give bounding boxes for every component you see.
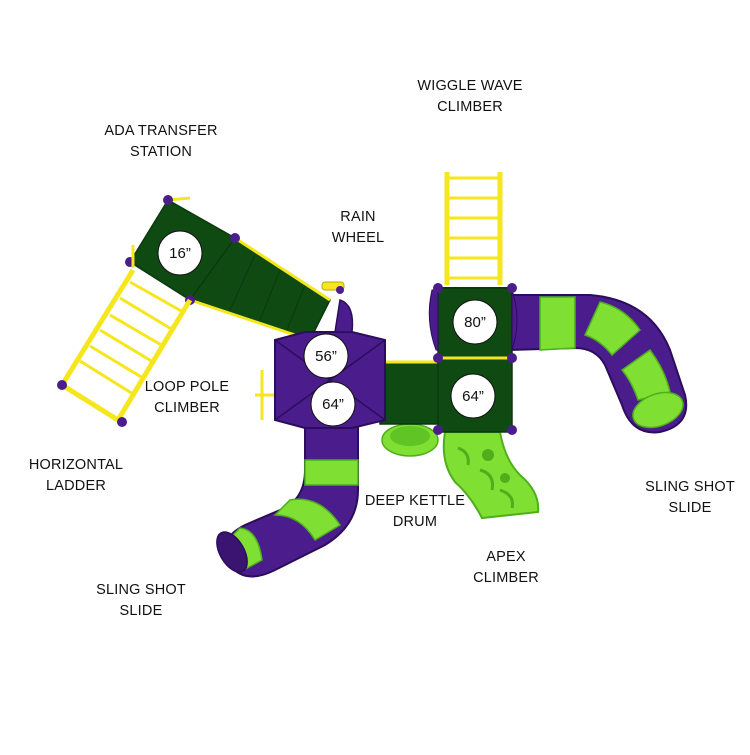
svg-text:64”: 64”	[322, 396, 344, 413]
label-wiggle-wave-climber: WIGGLE WAVE CLIMBER	[417, 78, 523, 115]
label-ada-transfer-station: ADA TRANSFER STATION	[104, 123, 218, 160]
deck-height-purple-upper: 56”	[303, 333, 349, 379]
svg-text:16”: 16”	[169, 245, 191, 262]
deck-height-right-upper: 80”	[452, 299, 498, 345]
purple-tower	[274, 299, 386, 429]
svg-text:56”: 56”	[315, 348, 337, 365]
svg-text:64”: 64”	[462, 388, 484, 405]
label-horizontal-ladder: HORIZONTAL LADDER	[28, 457, 124, 494]
svg-text:80”: 80”	[464, 314, 486, 331]
label-rain-wheel: RAIN WHEEL	[331, 209, 385, 246]
label-sling-shot-slide-right: SLING SHOT SLIDE	[645, 479, 735, 516]
bridge-deck	[379, 360, 443, 425]
rain-wheel	[321, 281, 345, 294]
loop-pole-climber	[255, 370, 275, 420]
label-deep-kettle-drum: DEEP KETTLE DRUM	[364, 493, 466, 530]
deck-height-ada: 16”	[157, 230, 203, 276]
label-loop-pole-climber: LOOP POLE CLIMBER	[144, 379, 230, 416]
sling-shot-slide-right	[509, 294, 688, 434]
label-sling-shot-slide-left: SLING SHOT SLIDE	[96, 582, 186, 619]
deep-kettle-drum	[381, 423, 439, 457]
horizontal-ladder	[57, 245, 193, 427]
wiggle-wave-climber	[444, 172, 503, 285]
deck-height-right-lower: 64”	[450, 373, 496, 419]
sling-shot-slide-left	[216, 414, 359, 578]
apex-climber	[442, 431, 540, 520]
deck-height-purple-lower: 64”	[310, 381, 356, 427]
label-apex-climber: APEX CLIMBER	[473, 549, 539, 586]
